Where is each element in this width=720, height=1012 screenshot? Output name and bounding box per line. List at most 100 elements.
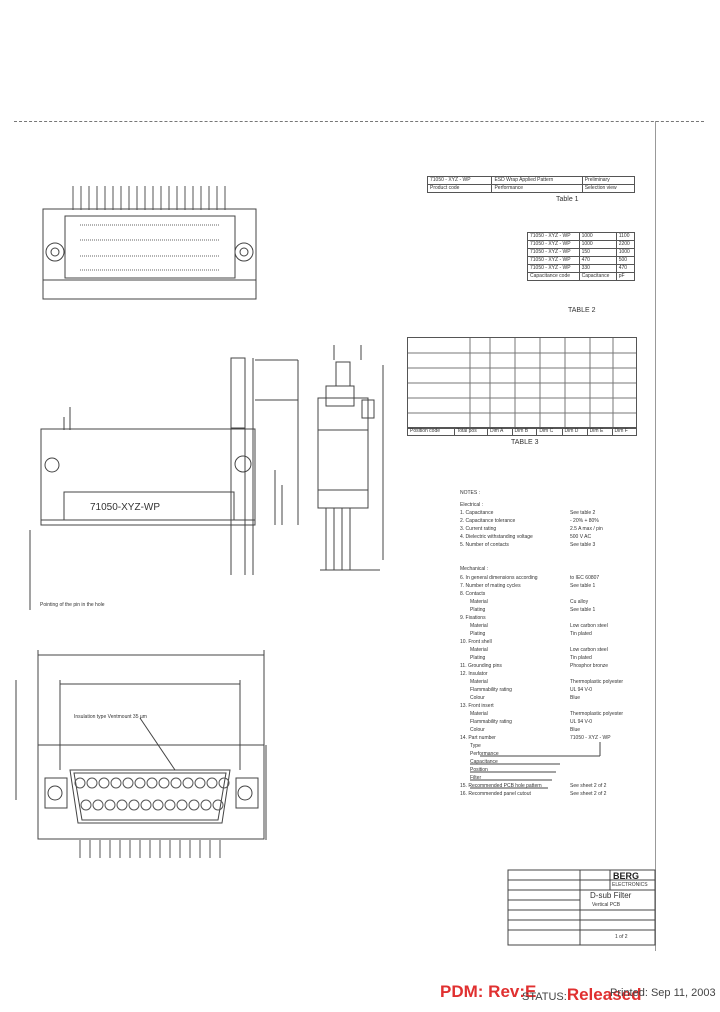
note-label: Material (470, 679, 488, 685)
note-row: 2. Capacitance tolerance - 20% + 80% (460, 518, 650, 526)
notes-title: NOTES : (460, 490, 481, 496)
note-value: Phosphor bronze (570, 663, 609, 669)
note-row: Flammability rating UL 94 V-0 (460, 687, 650, 695)
note-label: Colour (470, 727, 485, 733)
note-value: UL 94 V-0 (570, 687, 593, 693)
note-row: 9. Fixations (460, 615, 650, 623)
table-cell: 1000 (578, 232, 617, 241)
note-label: 13. Front insert (460, 703, 494, 709)
front-view-label: 71050-XYZ-WP (90, 502, 161, 513)
sheet-number: 1 of 2 (615, 934, 628, 940)
note-row: Colour Blue (460, 727, 650, 735)
table-header-row: Product code Performance Selection view (426, 184, 636, 193)
drawing-title: D-sub Filter (590, 891, 632, 900)
note-label: 9. Fixations (460, 615, 486, 621)
pointing-note: Pointing of the pin in the hole (40, 602, 105, 608)
note-row: 10. Front shell (460, 639, 650, 647)
table-2-caption: TABLE 2 (568, 307, 596, 314)
table-header-cell: Dim A (487, 427, 513, 436)
note-label: Plating (470, 607, 486, 613)
note-label: Material (470, 647, 488, 653)
status-value: Released (566, 985, 642, 1004)
table-header-cell: Capacitance (578, 272, 617, 281)
note-row: 6. In general dimensions according to IEC… (460, 575, 650, 583)
mechanical-title: Mechanical : (460, 566, 489, 572)
note-value: Thermoplastic polyester (570, 711, 624, 717)
note-value: See table 1 (570, 583, 596, 589)
drawing-frame-right (655, 121, 656, 951)
table-header-cell: Product code (426, 184, 493, 193)
note-label: Plating (470, 655, 486, 661)
note-row: 7. Number of mating cycles See table 1 (460, 583, 650, 591)
table-cell: 470 (615, 264, 636, 273)
note-label: 10. Front shell (460, 639, 492, 645)
note-row: Type (460, 743, 650, 751)
table-cell: 150 (578, 248, 617, 257)
note-label: 14. Part number (460, 735, 496, 741)
table-1-caption: Table 1 (556, 196, 579, 203)
note-label: Material (470, 599, 488, 605)
table-cell: Preliminary (581, 176, 636, 185)
drawing-frame-top (14, 121, 704, 122)
note-value: to IEC 60807 (570, 575, 600, 581)
note-value: Thermoplastic polyester (570, 679, 624, 685)
table-header-cell: Dim B (511, 427, 538, 436)
note-value: - 20% + 80% (570, 518, 599, 524)
note-label: Type (470, 743, 481, 749)
note-label: 12. Insulator (460, 671, 488, 677)
note-label: 16. Recommended panel cutout (460, 791, 531, 797)
printed-date: Printed: Sep 11, 2003 (610, 987, 716, 999)
table-header-row: Position code Total pos Dim A Dim B Dim … (407, 427, 637, 436)
table-cell: 71050 - XYZ - WP (527, 240, 580, 249)
note-label: 6. In general dimensions according (460, 575, 538, 581)
table-cell: 71050 - XYZ - WP (527, 264, 580, 273)
table-cell: 2200 (615, 240, 636, 249)
note-value: See table 3 (570, 542, 596, 548)
note-label: Flammability rating (470, 687, 512, 693)
table-cell: 1100 (615, 232, 636, 241)
note-label: 2. Capacitance tolerance (460, 518, 516, 524)
table-3-caption: TABLE 3 (511, 439, 539, 446)
pdm-revision: PDM: Rev:E (440, 982, 537, 1001)
note-row: Filter (460, 775, 650, 783)
note-value: UL 94 V-0 (570, 719, 593, 725)
table-cell: 330 (578, 264, 617, 273)
table-1: 71050 - XYZ - WP ESD Wrap Applied Patter… (426, 176, 636, 193)
note-row: 12. Insulator (460, 671, 650, 679)
table-header-cell: Performance (491, 184, 583, 193)
note-value: Cu alloy (570, 599, 589, 605)
note-value: Low carbon steel (570, 647, 608, 653)
table-3-grid (408, 338, 636, 428)
note-value: See table 2 (570, 510, 596, 516)
status: STATUS:Released (522, 985, 642, 1005)
note-label: Capacitance (470, 759, 498, 765)
table-row: 71050 - XYZ - WP ESD Wrap Applied Patter… (426, 176, 636, 185)
table-cell: 1000 (578, 240, 617, 249)
note-label: 15. Recommended PCB hole pattern (460, 783, 542, 789)
table-header-cell: Dim E (586, 427, 613, 436)
note-value: See table 1 (570, 607, 596, 613)
table-header-cell: pF (615, 272, 636, 281)
note-value: Blue (570, 695, 581, 701)
table-cell: 1000 (615, 248, 636, 257)
table-cell: 500 (615, 256, 636, 265)
note-row: Material Thermoplastic polyester (460, 679, 650, 687)
note-value: Blue (570, 727, 581, 733)
note-label: 7. Number of mating cycles (460, 583, 521, 589)
note-label: 5. Number of contacts (460, 542, 509, 548)
note-row: Position (460, 767, 650, 775)
table-header-cell: Position code (407, 427, 455, 436)
mechanical-notes: 6. In general dimensions according to IEC… (460, 575, 650, 799)
note-row: Material Low carbon steel (460, 647, 650, 655)
